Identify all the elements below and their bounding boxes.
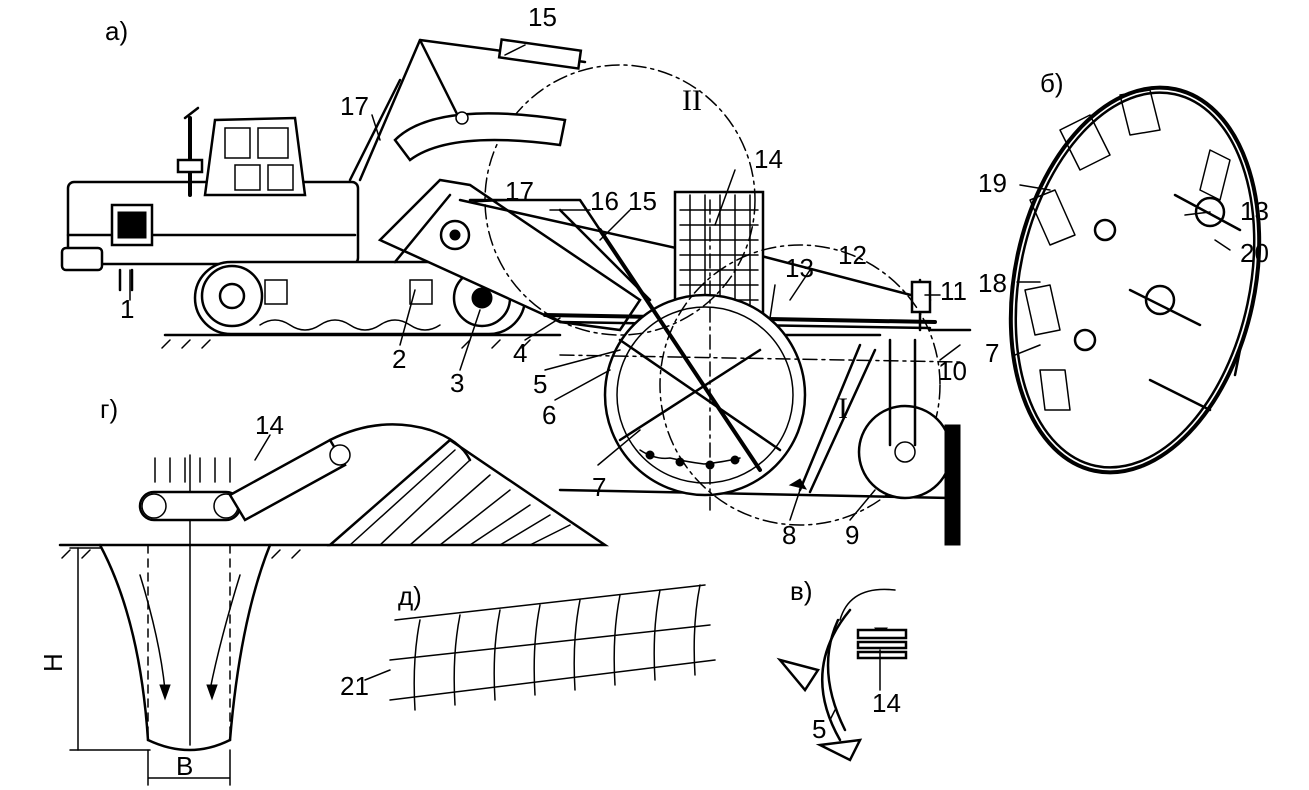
callout-14-trench: 14 xyxy=(255,410,284,440)
panel-a-machine xyxy=(60,38,972,546)
panel-b-rotor xyxy=(1008,85,1262,475)
panel-v-label: в) xyxy=(790,576,812,606)
labels: а) б) в) г) д) I II H B 1 2 3 4 5 6 7 8 … xyxy=(38,2,1269,781)
callout-15: 15 xyxy=(628,186,657,216)
callout-5: 5 xyxy=(533,369,547,399)
callout-10: 10 xyxy=(938,356,967,386)
callout-7-rotor: 7 xyxy=(985,338,999,368)
panel-g-label: г) xyxy=(100,394,118,424)
callout-16: 16 xyxy=(590,186,619,216)
callout-8: 8 xyxy=(782,520,796,550)
callout-15-raised: 15 xyxy=(528,2,557,32)
callout-18: 18 xyxy=(978,268,1007,298)
panel-b-label: б) xyxy=(1040,68,1064,98)
callout-6: 6 xyxy=(542,400,556,430)
panel-g-trench xyxy=(58,423,610,786)
callout-13: 13 xyxy=(785,253,814,283)
callout-20: 20 xyxy=(1240,238,1269,268)
callout-17: 17 xyxy=(505,176,534,206)
panel-a-label: а) xyxy=(105,16,128,46)
leader-lines xyxy=(129,44,1231,721)
callout-7: 7 xyxy=(592,472,606,502)
callout-14-bucket: 14 xyxy=(872,688,901,718)
callout-17-raised: 17 xyxy=(340,91,369,121)
callout-21: 21 xyxy=(340,671,369,701)
panel-v-bucket xyxy=(776,588,908,762)
callout-4: 4 xyxy=(513,338,527,368)
callout-11: 11 xyxy=(940,276,967,306)
callout-3: 3 xyxy=(450,368,464,398)
position-I-label: I xyxy=(838,392,848,425)
callout-5-bucket: 5 xyxy=(812,714,826,744)
callout-13-rotor: 13 xyxy=(1240,196,1269,226)
callout-1: 1 xyxy=(120,294,134,324)
callout-19: 19 xyxy=(978,168,1007,198)
callout-14: 14 xyxy=(754,144,783,174)
dimension-H-label: H xyxy=(38,653,68,672)
callout-9: 9 xyxy=(845,520,859,550)
callout-12: 12 xyxy=(838,240,867,270)
panel-d-cutting-pattern xyxy=(389,584,716,711)
panel-d-label: д) xyxy=(398,581,422,611)
callout-2: 2 xyxy=(392,344,406,374)
dimension-B-label: B xyxy=(176,751,193,781)
position-II-label: II xyxy=(682,84,702,117)
